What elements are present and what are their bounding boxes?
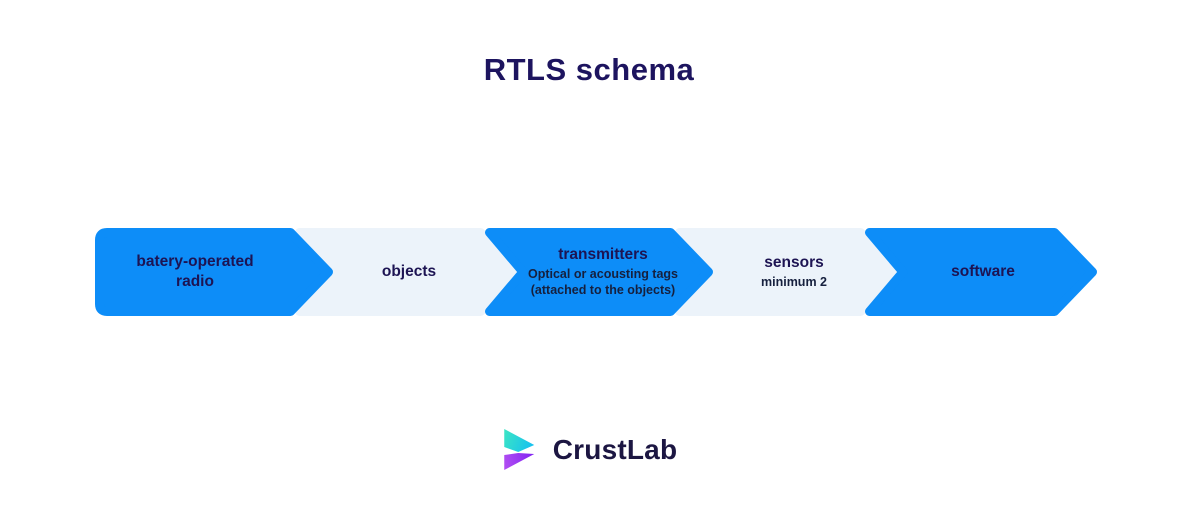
flow-step-label: objects [381,262,437,280]
flow-step-sensors: sensors minimum 2 [713,228,875,316]
chevron-shape-transmitters [485,228,713,316]
flow-step-transmitters: transmitters Optical or acousting tags (… [520,228,686,316]
flow-step-sublabel: Optical or acousting tags (attached to t… [527,267,679,298]
flow-step-label: software [951,262,1015,280]
crustlab-logo-icon [504,429,535,470]
flow-step-objects: objects [333,228,485,316]
crustlab-logo: CrustLab [501,426,678,474]
flow-step-label: batery-operated radio [136,252,254,290]
figure-title: RTLS schema [483,52,695,87]
flow-step-battery-radio: batery-operated radio [95,228,295,316]
chevron-shape-battery-radio [95,228,333,316]
flow-chevron-band [95,228,1097,316]
flow-step-software: software [903,228,1063,316]
flow-step-label: transmitters [558,246,648,264]
chevron-shape-software [865,228,1097,316]
crustlab-wordmark: CrustLab [552,434,678,465]
flow-step-label: sensors [764,254,824,272]
flow-step-sublabel: minimum 2 [761,275,827,290]
